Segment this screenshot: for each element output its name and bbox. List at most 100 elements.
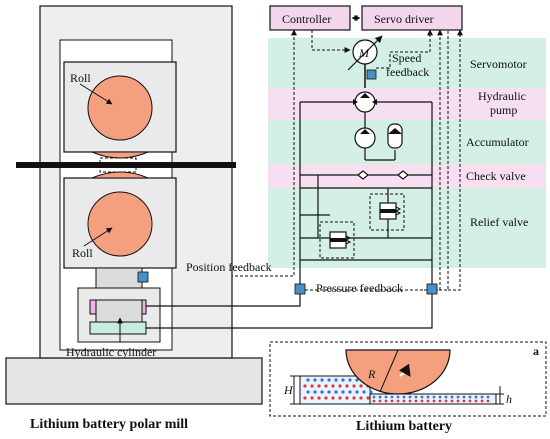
particle — [444, 395, 448, 399]
particle — [462, 399, 466, 403]
bands — [268, 38, 546, 268]
particle — [303, 384, 307, 388]
cylinder-bottom-chamber — [89, 321, 147, 335]
position-feedback-label: Position feedback — [186, 260, 272, 274]
particle — [384, 395, 388, 399]
particle — [331, 396, 335, 400]
speed-feedback-line2: feedback — [386, 65, 429, 79]
particle — [369, 390, 373, 394]
speed-feedback-line1: Speed — [392, 51, 421, 65]
controller-box: Controller — [269, 5, 351, 31]
accumulator — [387, 123, 403, 149]
particle — [303, 396, 307, 400]
particle — [324, 384, 328, 388]
band-accumulator — [268, 120, 546, 164]
band-servomotor — [268, 38, 546, 88]
roll-bottom-label: Roll — [72, 246, 93, 260]
roll-top — [87, 75, 153, 141]
particle — [352, 396, 356, 400]
dim-R: R — [367, 367, 376, 381]
pressure-sensor-right — [426, 283, 438, 295]
particle — [355, 378, 359, 382]
particle — [450, 399, 454, 403]
particle — [359, 396, 363, 400]
particle — [450, 395, 454, 399]
band-hydraulic-pump — [268, 88, 546, 120]
band-label-accumulator: Accumulator — [466, 135, 529, 149]
particle — [338, 396, 342, 400]
roll-bottom — [87, 191, 153, 257]
caption-mill: Lithium battery polar mill — [30, 417, 188, 432]
particle — [432, 399, 436, 403]
particle — [480, 395, 484, 399]
particle — [474, 395, 478, 399]
relief-valve-upper — [369, 193, 405, 231]
particle — [378, 395, 382, 399]
particle — [456, 399, 460, 403]
particle — [359, 384, 363, 388]
particle — [320, 390, 324, 394]
particle — [366, 396, 370, 400]
particle — [362, 390, 366, 394]
particle — [355, 390, 359, 394]
particle — [317, 384, 321, 388]
particle — [468, 395, 472, 399]
battery-inset: a — [269, 341, 547, 417]
particle — [317, 396, 321, 400]
particle — [334, 390, 338, 394]
piston-lower — [95, 299, 143, 323]
servo-driver-label: Servo driver — [374, 12, 434, 26]
particle — [396, 395, 400, 399]
thin-layer — [369, 393, 497, 405]
particle — [310, 384, 314, 388]
band-labels: Servomotor Hydraulic pump Accumulator Ch… — [466, 57, 529, 229]
band-label-hydraulic-2: pump — [490, 103, 517, 117]
band-label-relief-valve: Relief valve — [470, 215, 528, 229]
particle — [345, 396, 349, 400]
particle — [313, 390, 317, 394]
pressure-sensor-left — [294, 283, 306, 295]
hydraulic-cylinder-label: Hydraulic cylinder — [66, 345, 156, 359]
particle — [480, 399, 484, 403]
particle — [432, 395, 436, 399]
particle — [402, 399, 406, 403]
particle — [306, 390, 310, 394]
particle — [444, 399, 448, 403]
particle — [327, 390, 331, 394]
inset-tag: a — [533, 344, 539, 358]
particle — [456, 395, 460, 399]
check-valve-left — [357, 170, 369, 180]
roll-section — [345, 349, 451, 395]
particle — [378, 399, 382, 403]
particle — [474, 399, 478, 403]
particle — [438, 399, 442, 403]
band-label-servomotor: Servomotor — [470, 57, 527, 71]
battery-strip — [16, 162, 236, 168]
particle — [414, 399, 418, 403]
relief-valve-lower — [319, 221, 355, 259]
mill-base — [5, 357, 263, 405]
particle — [324, 396, 328, 400]
particle — [327, 378, 331, 382]
particle — [462, 395, 466, 399]
particle — [390, 399, 394, 403]
mill — [5, 5, 438, 405]
particle — [348, 378, 352, 382]
speed-sensor — [366, 69, 377, 80]
particle — [310, 396, 314, 400]
pump-body — [354, 127, 376, 149]
particle — [486, 399, 490, 403]
particle — [408, 399, 412, 403]
particle — [341, 390, 345, 394]
particle — [334, 378, 338, 382]
band-label-hydraulic-1: Hydraulic — [478, 89, 526, 103]
check-valve-right — [397, 170, 409, 180]
servomotor: M — [347, 35, 383, 88]
particle — [345, 384, 349, 388]
particle — [438, 395, 442, 399]
particle — [420, 395, 424, 399]
particle — [306, 378, 310, 382]
particle — [408, 395, 412, 399]
particle — [348, 390, 352, 394]
band-relief-valve — [268, 188, 546, 268]
